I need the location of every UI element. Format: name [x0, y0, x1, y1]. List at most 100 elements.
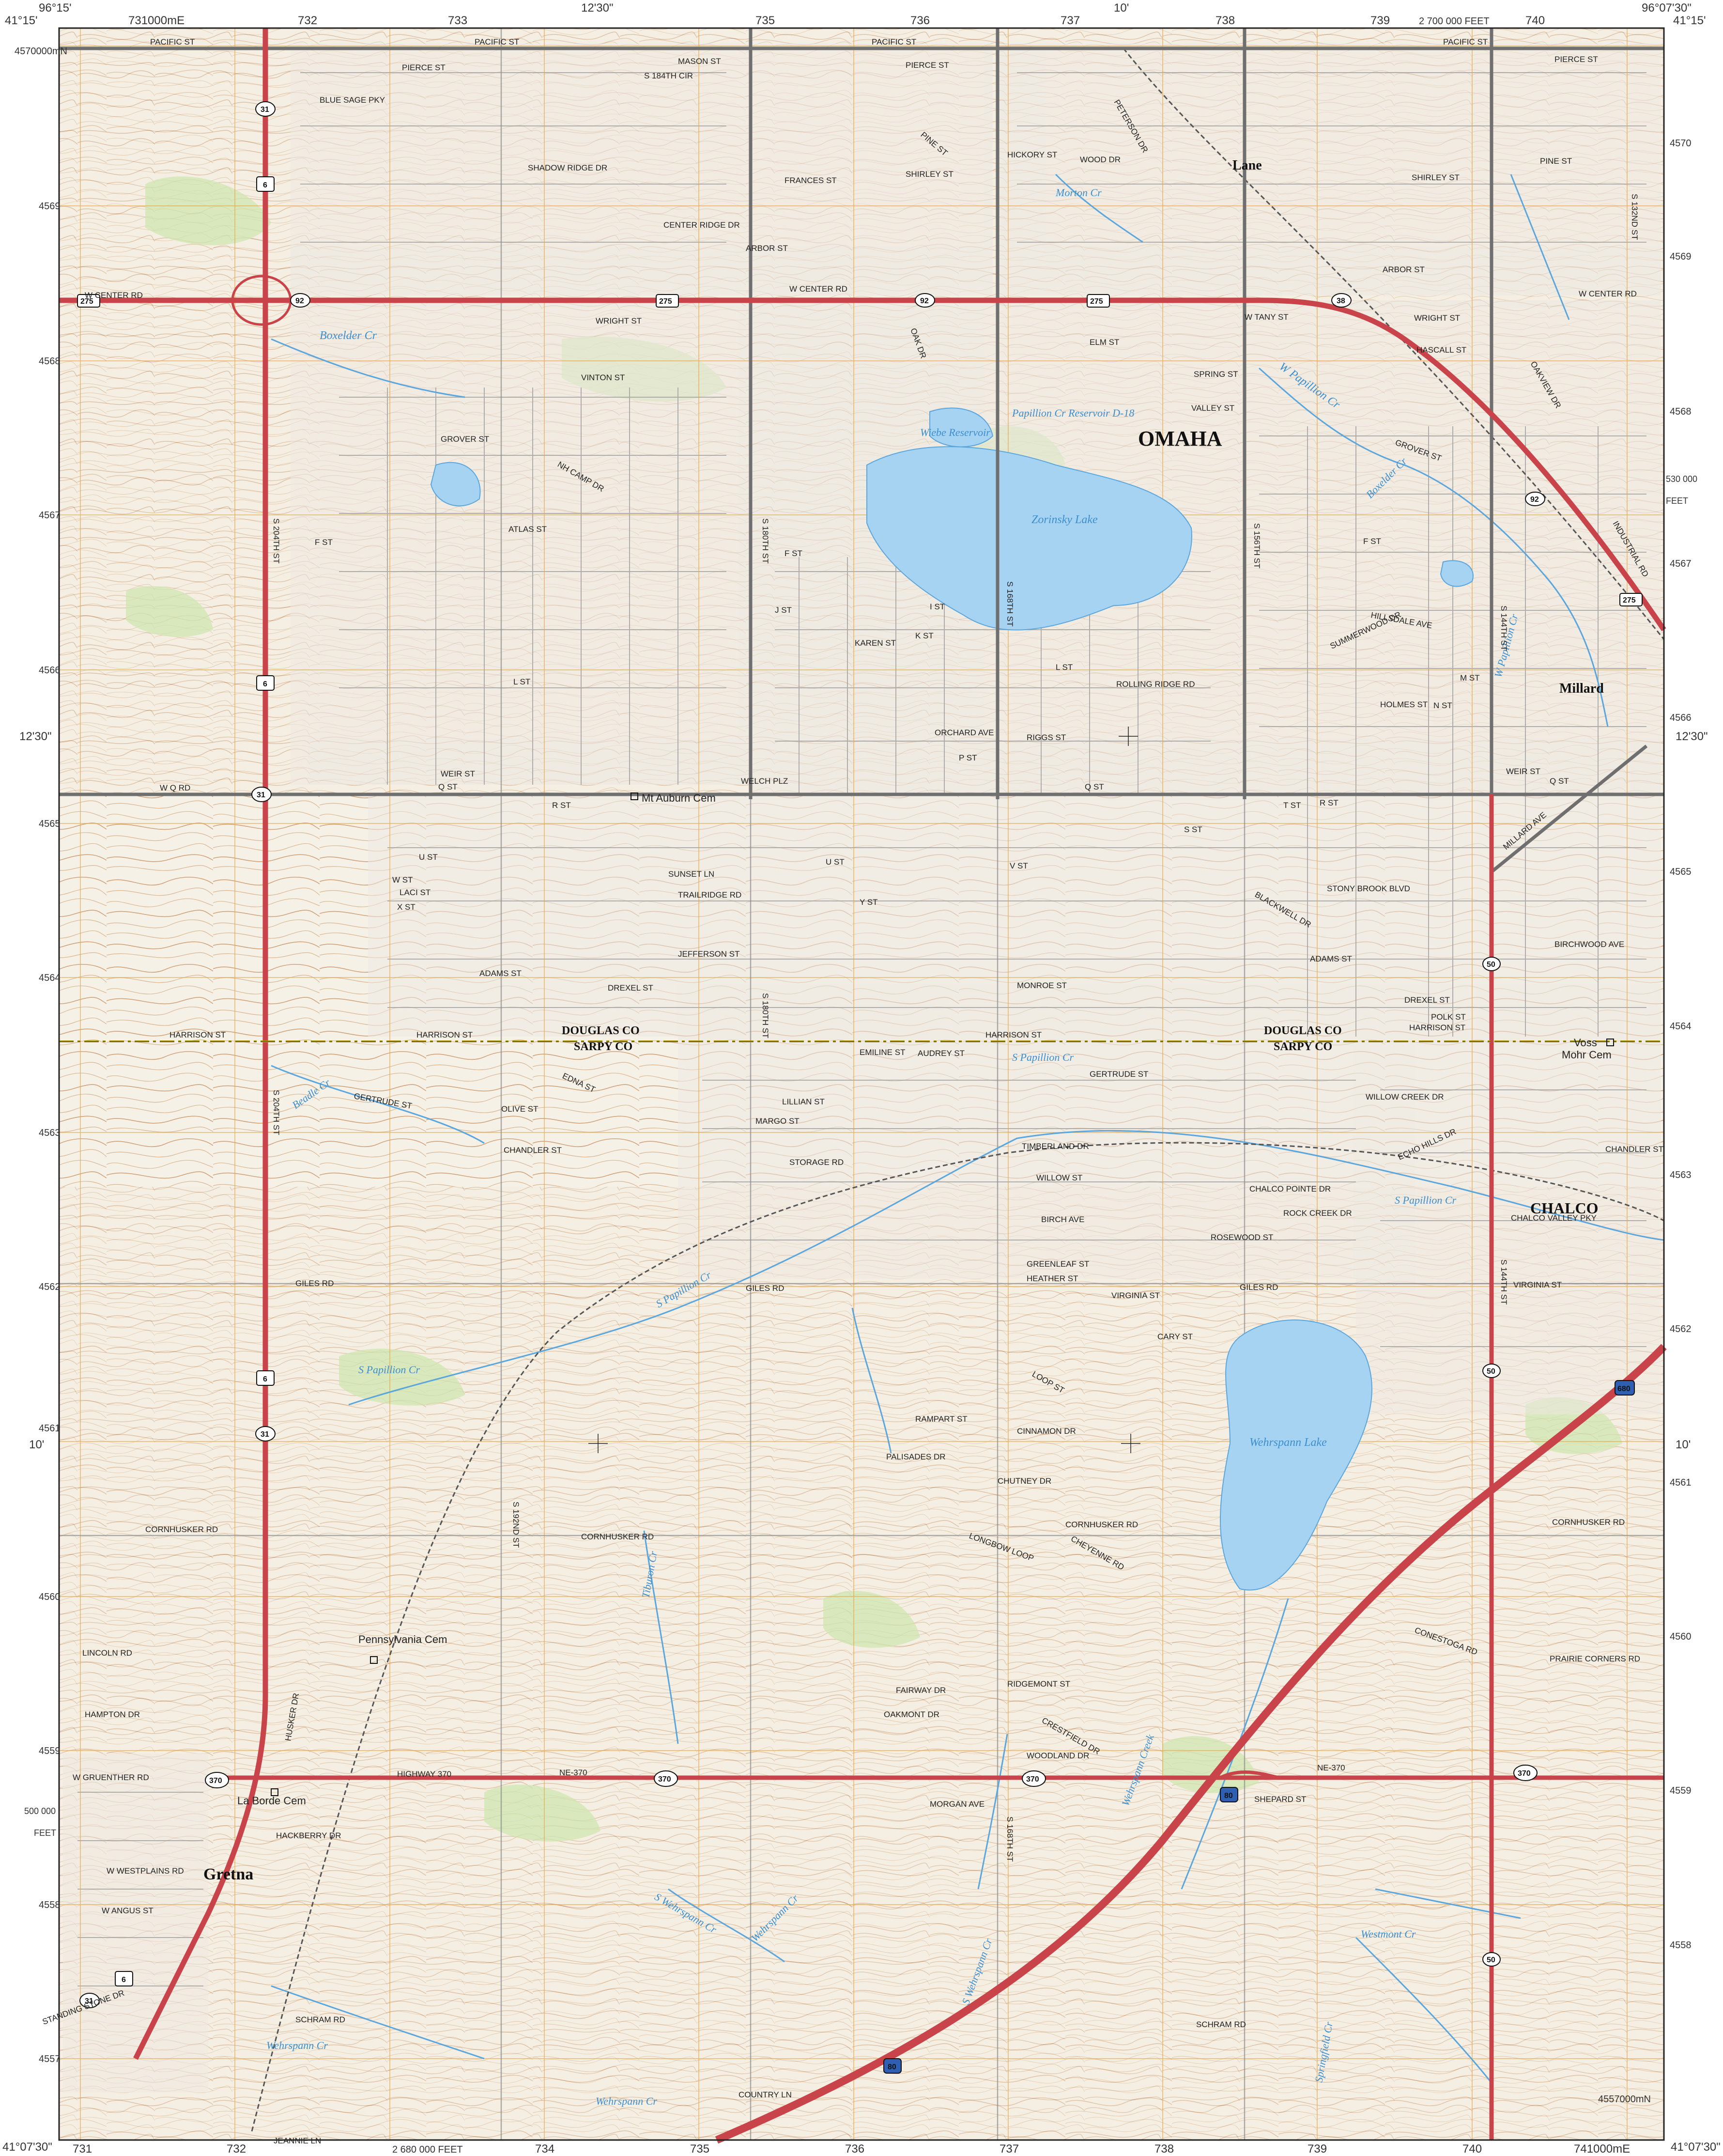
county-douglas-e: DOUGLAS CO — [1264, 1024, 1342, 1037]
svg-text:FAIRWAY DR: FAIRWAY DR — [896, 1686, 946, 1695]
svg-text:VINTON ST: VINTON ST — [581, 373, 625, 382]
svg-text:92: 92 — [1530, 496, 1539, 504]
svg-text:4570: 4570 — [1670, 138, 1692, 149]
svg-text:4565: 4565 — [1670, 867, 1692, 877]
us-6-31 — [133, 28, 268, 2060]
svg-text:CHANDLER ST: CHANDLER ST — [1605, 1145, 1663, 1154]
water-s-papillion-1: S Papillion Cr — [1012, 1051, 1074, 1063]
svg-text:STONY BROOK BLVD: STONY BROOK BLVD — [1327, 884, 1410, 893]
svg-text:CINNAMON DR: CINNAMON DR — [1017, 1427, 1076, 1436]
svg-text:4559: 4559 — [39, 1746, 61, 1756]
svg-text:WELCH PLZ: WELCH PLZ — [741, 776, 788, 786]
svg-text:VALLEY ST: VALLEY ST — [1191, 403, 1234, 413]
svg-text:X ST: X ST — [397, 902, 415, 912]
feet-530: 530 000 — [1666, 474, 1697, 484]
svg-text:80: 80 — [888, 2063, 896, 2071]
svg-text:741000mE: 741000mE — [1574, 2142, 1630, 2156]
utm-grid — [59, 28, 1664, 2140]
shield-31-d: 31 — [79, 1993, 100, 2008]
cem-la-borde: La Borde Cem — [237, 1795, 306, 1807]
svg-text:CHUTNEY DR: CHUTNEY DR — [998, 1476, 1051, 1486]
svg-text:WRIGHT ST: WRIGHT ST — [1414, 313, 1460, 323]
feet-top-right: 2 700 000 FEET — [1419, 16, 1490, 27]
svg-text:4560: 4560 — [39, 1592, 61, 1602]
svg-text:31: 31 — [261, 106, 269, 114]
svg-text:739: 739 — [1370, 14, 1390, 27]
svg-text:HEATHER ST: HEATHER ST — [1027, 1274, 1078, 1283]
svg-text:4558: 4558 — [1670, 1940, 1692, 1951]
svg-text:GILES RD: GILES RD — [746, 1284, 784, 1293]
left-mid: 12'30" — [19, 730, 52, 743]
svg-text:HASCALL ST: HASCALL ST — [1416, 345, 1466, 355]
svg-text:370: 370 — [209, 1777, 222, 1785]
place-names: OMAHA Lane Millard CHALCO Gretna — [203, 158, 1604, 1883]
svg-text:HARRISON ST: HARRISON ST — [985, 1030, 1042, 1039]
svg-text:737: 737 — [1061, 14, 1080, 27]
railroad — [251, 1142, 1664, 2132]
neat-line — [58, 27, 1665, 2141]
svg-text:S 204TH ST: S 204TH ST — [272, 1090, 281, 1135]
shield-31-b: 31 — [251, 787, 272, 802]
svg-text:LILLIAN ST: LILLIAN ST — [782, 1097, 825, 1106]
shield-92-c: 92 — [1525, 492, 1545, 506]
svg-text:COUNTRY LN: COUNTRY LN — [738, 2090, 792, 2099]
shield-275-b: 275 — [656, 294, 679, 308]
svg-text:740: 740 — [1462, 2142, 1482, 2156]
shield-50-b: 50 — [1482, 1364, 1501, 1378]
svg-text:4557000mN: 4557000mN — [1598, 2094, 1651, 2105]
svg-text:4564: 4564 — [1670, 1021, 1692, 1032]
svg-text:739: 739 — [1308, 2142, 1327, 2156]
cem-mt-auburn: Mt Auburn Cem — [642, 792, 716, 804]
svg-text:GILES RD: GILES RD — [1240, 1283, 1278, 1292]
cemetery-icon — [631, 792, 638, 800]
svg-text:K ST: K ST — [915, 631, 934, 640]
svg-text:PALISADES DR: PALISADES DR — [886, 1452, 946, 1461]
svg-text:PIERCE ST: PIERCE ST — [906, 61, 949, 70]
svg-text:LINCOLN RD: LINCOLN RD — [82, 1648, 132, 1658]
shield-us-6-c: 6 — [256, 1370, 275, 1386]
svg-text:CARY ST: CARY ST — [1157, 1332, 1193, 1341]
svg-text:4564: 4564 — [39, 973, 61, 983]
svg-text:370: 370 — [1518, 1769, 1531, 1778]
svg-text:680: 680 — [1617, 1385, 1631, 1393]
svg-text:POLK ST: POLK ST — [1431, 1012, 1466, 1022]
svg-text:ROLLING RIDGE RD: ROLLING RIDGE RD — [1116, 680, 1195, 689]
county-sarpy-e: SARPY CO — [1274, 1040, 1332, 1053]
svg-text:4567: 4567 — [39, 510, 61, 521]
svg-text:ADAMS ST: ADAMS ST — [479, 969, 522, 978]
w-center-rd — [59, 297, 1666, 632]
svg-text:4557: 4557 — [39, 2054, 61, 2064]
shield-38: 38 — [1331, 293, 1352, 308]
svg-text:W CENTER RD: W CENTER RD — [1579, 289, 1637, 298]
crosshairs — [588, 727, 1140, 1453]
svg-text:6: 6 — [122, 1976, 126, 1984]
svg-text:JEANNIE LN: JEANNIE LN — [274, 2136, 321, 2145]
svg-text:4561: 4561 — [39, 1423, 61, 1434]
svg-text:WILLOW ST: WILLOW ST — [1036, 1173, 1082, 1182]
interstate-80 — [715, 1344, 1667, 2144]
shield-50-c: 50 — [1482, 1952, 1501, 1967]
svg-text:S 204TH ST: S 204TH ST — [272, 518, 281, 564]
svg-text:ARBOR ST: ARBOR ST — [1383, 265, 1425, 274]
svg-text:MONROE ST: MONROE ST — [1017, 981, 1067, 990]
svg-text:738: 738 — [1154, 2142, 1174, 2156]
svg-text:V ST: V ST — [1010, 861, 1028, 870]
svg-text:N ST: N ST — [1433, 701, 1452, 710]
svg-text:S 180TH ST: S 180TH ST — [761, 993, 770, 1039]
cemetery-icon — [271, 1788, 278, 1796]
shield-us-6-b: 6 — [256, 675, 275, 691]
svg-text:S 156TH ST: S 156TH ST — [1252, 523, 1261, 569]
se-lat: 41°07'30" — [1671, 2140, 1721, 2154]
svg-text:31: 31 — [85, 1997, 93, 2005]
shield-31-c: 31 — [255, 1426, 276, 1442]
svg-text:OAKMONT DR: OAKMONT DR — [884, 1710, 939, 1719]
shield-680: 680 — [1615, 1380, 1635, 1396]
svg-text:370: 370 — [658, 1775, 671, 1784]
svg-text:275: 275 — [1623, 596, 1636, 605]
svg-text:38: 38 — [1337, 297, 1345, 305]
svg-text:F ST: F ST — [785, 549, 802, 558]
svg-text:DREXEL ST: DREXEL ST — [608, 983, 653, 993]
county-sarpy-w: SARPY CO — [574, 1040, 632, 1053]
svg-text:FRANCES ST: FRANCES ST — [785, 176, 837, 185]
